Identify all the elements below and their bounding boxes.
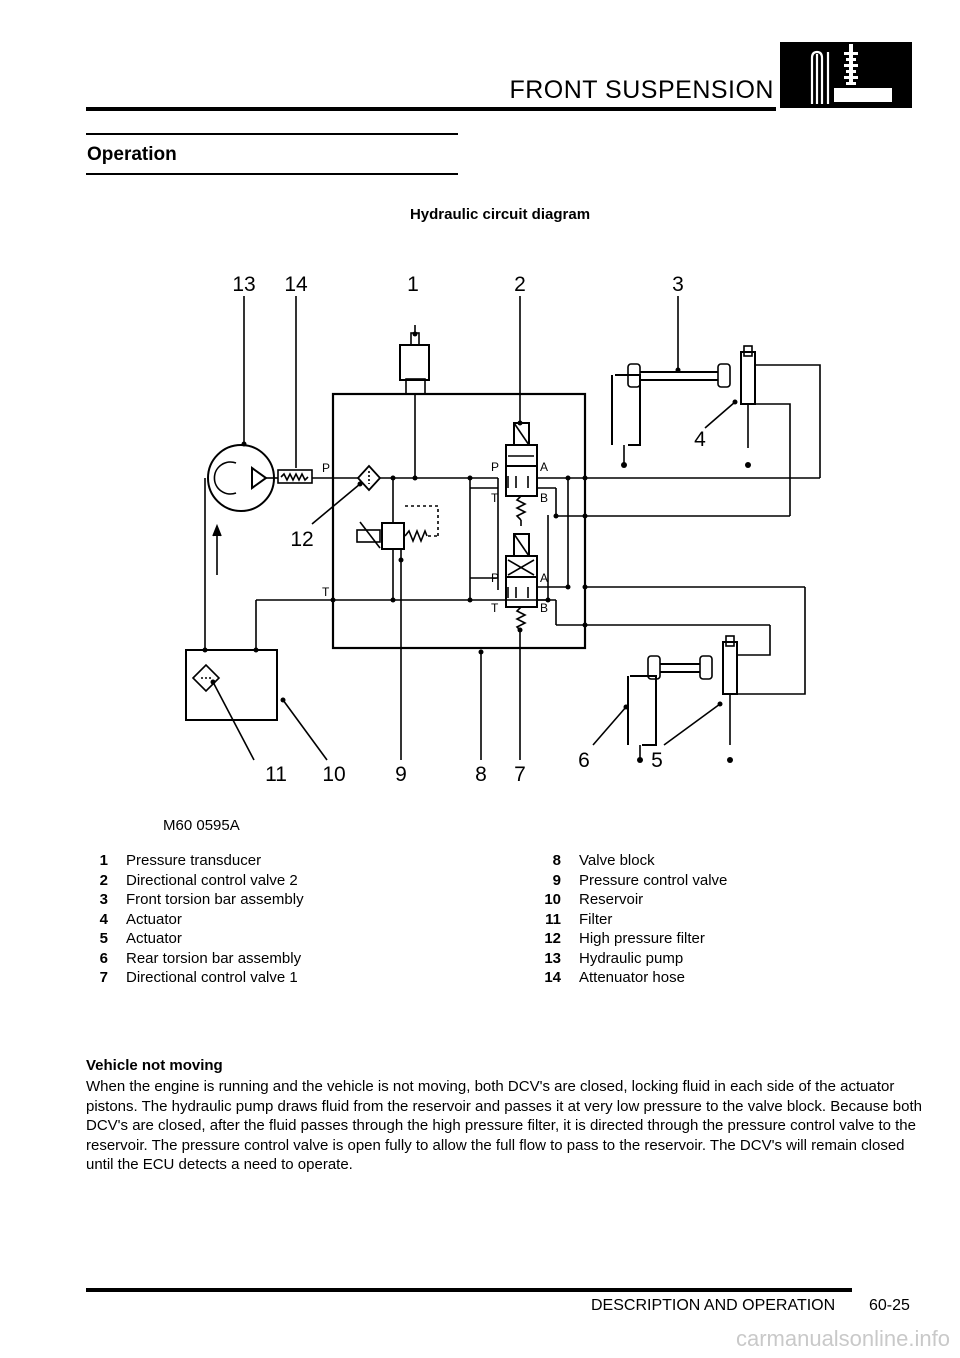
legend-right-column: 8 Valve block 9 Pressure control valve 10 Res… — [540, 851, 727, 988]
legend-text: Valve block — [579, 852, 655, 869]
legend-item: 5 Actuator — [96, 929, 304, 949]
connection-dots — [202, 331, 751, 763]
legend-text: Attenuator hose — [579, 969, 685, 986]
legend-text: High pressure filter — [579, 930, 705, 947]
callout-2: 2 — [514, 273, 526, 296]
heading-rule-top — [86, 133, 458, 135]
legend-item: 13 Hydraulic pump — [540, 949, 727, 969]
legend-text: Rear torsion bar assembly — [126, 949, 302, 967]
port-label-a-dcv1: A — [540, 571, 548, 585]
dcv-2-symbol — [505, 422, 538, 526]
legend-number: 1 — [99, 852, 108, 869]
legend-item: 6 Rear torsion bar assembly — [96, 949, 304, 969]
legend-text: Actuator — [126, 910, 182, 928]
legend-item: 10 Reservoir — [540, 890, 727, 910]
legend-item: 14 Attenuator hose — [540, 968, 727, 988]
suspension-section-icon — [780, 42, 912, 108]
callout-1: 1 — [407, 273, 419, 296]
legend-item: 11 Filter — [540, 910, 727, 930]
footer-section: DESCRIPTION AND OPERATION — [591, 1297, 836, 1314]
valve-block-outline — [331, 392, 587, 650]
callout-9: 9 — [395, 763, 407, 786]
legend-text: Hydraulic pump — [579, 949, 684, 967]
legend-item: 7 Directional control valve 1 — [96, 968, 304, 988]
hydraulic-pump-symbol — [207, 444, 275, 512]
callout-7: 7 — [514, 763, 526, 786]
diagram-caption: Hydraulic circuit diagram — [409, 206, 591, 223]
legend-number: 5 — [99, 930, 108, 947]
legend-number: 13 — [544, 949, 561, 967]
page-number: 60-25 — [869, 1297, 910, 1314]
legend-number: 6 — [99, 949, 108, 967]
heading-rule-bottom — [86, 173, 458, 175]
attenuator-hose-symbol — [277, 469, 313, 484]
callout-6: 6 — [578, 749, 590, 772]
legend-number: 14 — [544, 969, 561, 986]
callout-5: 5 — [651, 749, 663, 772]
callout-11: 11 — [265, 763, 287, 786]
port-label-a-dcv2: A — [540, 460, 548, 474]
callout-3: 3 — [672, 273, 684, 296]
port-label-b-dcv1: B — [540, 601, 548, 615]
callout-10: 10 — [322, 763, 345, 786]
legend-number: 3 — [99, 891, 108, 908]
legend-item: 2 Directional control valve 2 — [96, 871, 304, 891]
legend-item: 1 Pressure transducer — [96, 851, 304, 871]
front-torsion-bar-assembly — [611, 345, 756, 465]
callout-13: 13 — [232, 273, 255, 296]
legend-number: 10 — [544, 891, 561, 908]
port-label-p-dcv1: P — [491, 571, 499, 585]
port-label-p-dcv2: P — [491, 460, 499, 474]
legend-item: 12 High pressure filter — [540, 929, 727, 949]
header-rule — [86, 107, 776, 111]
callout-8: 8 — [475, 763, 487, 786]
pressure-control-valve-symbol — [356, 505, 439, 550]
legend-number: 2 — [99, 871, 108, 889]
reservoir-symbol — [185, 649, 278, 721]
header-section-title: FRONT SUSPENSION — [509, 76, 774, 104]
callout-14: 14 — [284, 273, 308, 296]
rear-torsion-bar-assembly — [627, 635, 738, 760]
port-label-b-dcv2: B — [540, 491, 548, 505]
legend-number: 11 — [545, 910, 561, 928]
legend-text: Reservoir — [579, 891, 644, 908]
legend-text: Filter — [579, 910, 613, 928]
legend-number: 9 — [552, 871, 561, 889]
body-paragraph: When the engine is running and the vehic… — [86, 1078, 922, 1173]
dcv-1-symbol — [505, 533, 538, 632]
legend-text: Directional control valve 1 — [126, 969, 298, 986]
high-pressure-filter-symbol — [356, 464, 382, 492]
legend-text: Directional control valve 2 — [126, 871, 298, 889]
page-heading: Operation — [87, 144, 177, 165]
legend-number: 7 — [99, 969, 108, 986]
legend-text: Pressure control valve — [579, 871, 728, 889]
legend-item: 3 Front torsion bar assembly — [96, 890, 304, 910]
legend-number: 12 — [544, 930, 561, 947]
legend-item: 4 Actuator — [96, 910, 304, 930]
legend-item: 9 Pressure control valve — [540, 871, 728, 891]
legend-number: 8 — [552, 852, 561, 869]
watermark: carmanualsonline.info — [735, 1326, 950, 1351]
legend-number: 4 — [99, 910, 108, 928]
footer-rule — [86, 1288, 852, 1292]
legend-item: 8 Valve block — [540, 851, 727, 871]
port-label-t-dcv2: T — [491, 491, 499, 505]
port-label-t-block: T — [322, 585, 330, 599]
legend-text: Pressure transducer — [126, 852, 262, 869]
filter-symbol — [191, 663, 221, 693]
legend-text: Actuator — [126, 930, 182, 947]
port-label-p-block: P — [322, 461, 330, 475]
callout-12: 12 — [290, 528, 313, 551]
figure-reference: M60 0595A — [163, 817, 240, 834]
port-label-t-dcv1: T — [491, 601, 499, 615]
callout-4: 4 — [694, 428, 706, 451]
legend-text: Front torsion bar assembly — [126, 891, 304, 908]
subheading: Vehicle not moving — [86, 1057, 223, 1074]
